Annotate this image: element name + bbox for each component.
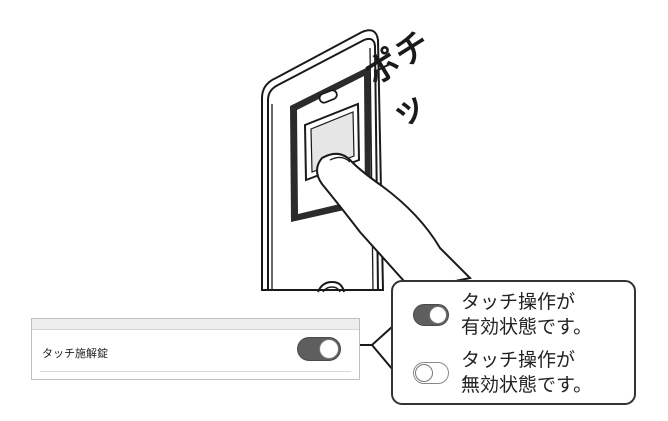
row-divider: [40, 371, 351, 372]
legend-off-line1: タッチ操作が: [461, 349, 576, 371]
toggle-off-icon: [413, 362, 449, 384]
finger: [316, 152, 473, 292]
touch-unlock-settings-panel: タッチ施解錠: [31, 318, 360, 380]
toggle-on-icon: [413, 304, 449, 326]
legend-on-line1: タッチ操作が: [461, 291, 576, 313]
legend-off-line2: 無効状態です。: [461, 374, 593, 396]
legend-on-line2: 有効状態です。: [461, 316, 593, 338]
legend-off-text: タッチ操作が 無効状態です。: [461, 348, 592, 398]
legend-on-text: タッチ操作が 有効状態です。: [461, 290, 592, 340]
press-motion-lines: [377, 63, 391, 71]
legend-row-on: タッチ操作が 有効状態です。: [413, 290, 592, 340]
touch-unlock-toggle[interactable]: [297, 337, 341, 361]
toggle-legend-callout: タッチ操作が 有効状態です。 タッチ操作が 無効状態です。: [391, 280, 636, 405]
touch-unlock-label: タッチ施解錠: [42, 347, 108, 360]
toggle-knob: [319, 339, 339, 359]
panel-header-strip: [32, 319, 359, 330]
legend-row-off: タッチ操作が 無効状態です。: [413, 348, 592, 398]
